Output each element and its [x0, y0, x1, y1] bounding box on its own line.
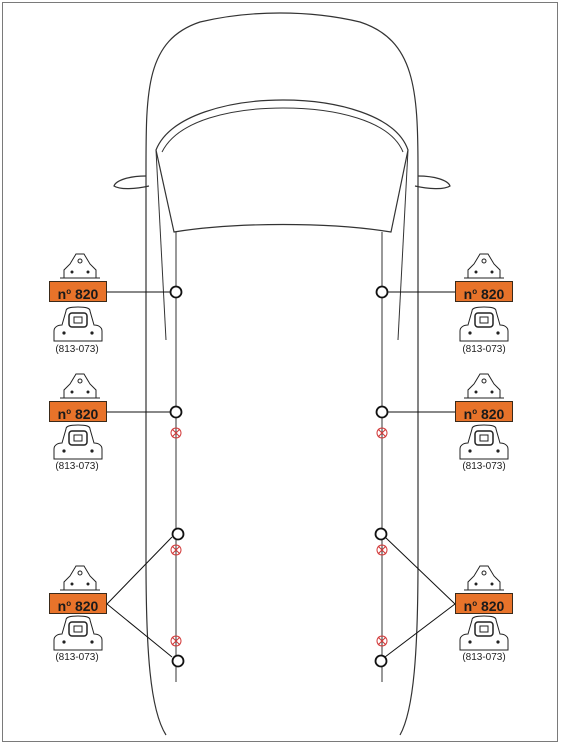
excluded-point-cross: [377, 636, 387, 646]
excluded-point-cross: [171, 545, 181, 555]
mount-point: [374, 654, 388, 668]
diagram-frame: [2, 2, 558, 742]
excluded-point-cross: [377, 428, 387, 438]
foot-pad-bottom-icon: [459, 424, 509, 460]
part-number-tag: no 820: [49, 593, 107, 614]
excluded-point-ring: [170, 635, 182, 647]
foot-pad-top-icon: [464, 373, 504, 399]
mount-point: [169, 285, 183, 299]
mount-point: [169, 405, 183, 419]
part-number-tag: no 820: [455, 401, 513, 422]
part-code: (813-073): [55, 652, 99, 663]
door-line-left: [155, 149, 167, 341]
excluded-point-cross: [171, 636, 181, 646]
part-number-tag: no 820: [455, 593, 513, 614]
windshield-inner: [161, 107, 404, 153]
part-number-tag: no 820: [49, 281, 107, 302]
leader-lines-and-points: [106, 285, 456, 668]
foot-pad-top-icon: [60, 565, 100, 591]
excluded-point-cross: [171, 428, 181, 438]
mount-point: [374, 527, 388, 541]
leader-line: [106, 603, 173, 658]
part-code: (813-073): [462, 652, 506, 663]
mirror-right: [414, 175, 451, 190]
windshield: [155, 99, 409, 233]
foot-pad-bottom-icon: [459, 306, 509, 342]
foot-pad-bottom-icon: [53, 424, 103, 460]
excluded-point-ring: [376, 427, 388, 439]
mount-point: [375, 405, 389, 419]
part-code: (813-073): [462, 461, 506, 472]
foot-pad-bottom-icon: [459, 615, 509, 651]
mount-point: [375, 285, 389, 299]
part-number-tag: no 820: [49, 401, 107, 422]
mount-point: [171, 654, 185, 668]
excluded-point-cross: [377, 545, 387, 555]
foot-pad-top-icon: [464, 565, 504, 591]
part-number-tag: no 820: [455, 281, 513, 302]
mount-point: [171, 527, 185, 541]
car-body-outline: [145, 12, 419, 736]
part-code: (813-073): [55, 461, 99, 472]
foot-pad-top-icon: [60, 253, 100, 279]
part-code: (813-073): [462, 344, 506, 355]
foot-pad-top-icon: [464, 253, 504, 279]
excluded-point-ring: [376, 544, 388, 556]
foot-pad-bottom-icon: [53, 306, 103, 342]
leader-line: [384, 603, 456, 658]
foot-pad-top-icon: [60, 373, 100, 399]
excluded-point-ring: [376, 635, 388, 647]
door-line-right: [397, 149, 409, 341]
excluded-point-ring: [170, 544, 182, 556]
excluded-point-ring: [170, 427, 182, 439]
mirror-left: [113, 175, 150, 190]
leader-line: [384, 536, 456, 605]
leader-line: [106, 536, 173, 605]
foot-pad-bottom-icon: [53, 615, 103, 651]
part-code: (813-073): [55, 344, 99, 355]
